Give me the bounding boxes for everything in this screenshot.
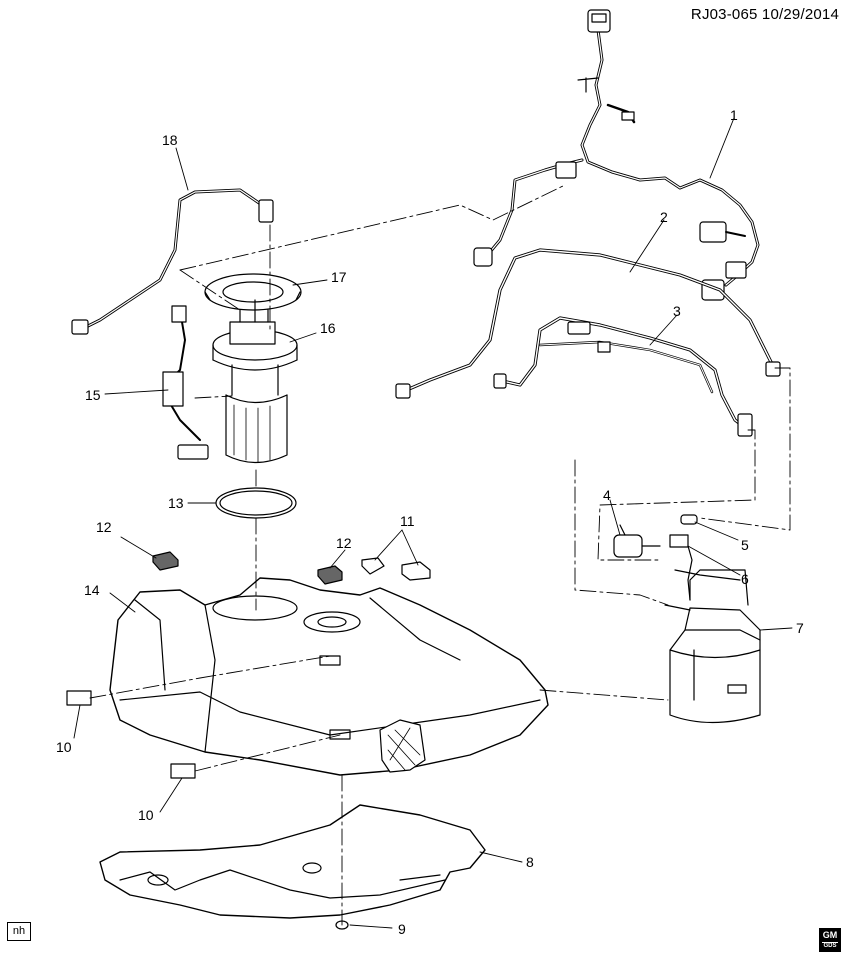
diagram-id: RJ03-065 [690,6,758,23]
relation-lines [89,184,791,926]
gm-logo: GM GDS [819,928,841,952]
callout-5: 5 [741,537,749,553]
leader-lines [73,117,793,929]
callout-9: 9 [398,921,406,937]
callout-14: 14 [84,582,100,598]
gm-logo-subtext: GDS [822,942,838,949]
callout-12b: 12 [336,535,352,551]
insulator-pads [66,551,431,779]
heat-shield [99,804,486,919]
gm-logo-text: GM [822,930,838,940]
vent-hose-connector [669,534,693,601]
callout-1: 1 [730,107,738,123]
callout-2: 2 [660,209,668,225]
callout-12a: 12 [96,519,112,535]
fuel-pump-harness [71,188,274,335]
callout-4: 4 [603,487,611,503]
fuel-level-sensor [162,305,209,460]
diagram-date: 10/29/2014 [761,6,839,23]
callout-10b: 10 [138,807,154,823]
lock-ring [204,273,302,311]
callout-15: 15 [85,387,101,403]
callout-18: 18 [162,132,178,148]
callout-17: 17 [331,269,347,285]
vent-cap [680,514,698,525]
callout-labels: 1 2 3 4 5 6 7 8 9 10 10 11 12 12 13 14 1… [56,107,804,937]
corner-tag: nh [7,922,31,941]
callout-7: 7 [796,620,804,636]
fuel-tank [109,577,549,776]
callout-6: 6 [741,571,749,587]
callout-10a: 10 [56,739,72,755]
fuel-pump-module [212,299,298,464]
diagram-header: RJ03-065 10/29/2014 [691,6,839,23]
callout-11: 11 [400,513,415,529]
o-ring-seal [215,487,297,519]
purge-solenoid [613,524,661,558]
callout-13: 13 [168,495,184,511]
evap-pipe [493,316,753,437]
evap-canister [664,569,761,724]
wiring-harness [473,9,760,301]
callout-3: 3 [673,303,681,319]
fuel-feed-pipe [395,248,781,399]
callout-8: 8 [526,854,534,870]
callout-16: 16 [320,320,336,336]
